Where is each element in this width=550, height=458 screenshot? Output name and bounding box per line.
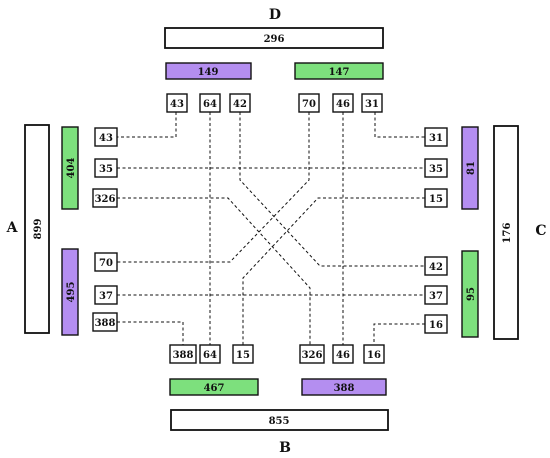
side-label-right: C [535, 223, 546, 239]
bottom-total-value: 855 [269, 416, 290, 427]
connection-right-16-bottom-16 [373, 323, 425, 345]
left-port-5: 37 [94, 285, 118, 305]
bottom-port-6: 16 [363, 344, 385, 364]
bottom-port-4-value: 326 [302, 350, 323, 361]
connection-top-31-right-31 [374, 112, 425, 138]
top-port-5-value: 46 [336, 99, 350, 110]
connection-left-326-bottom-326 [117, 197, 311, 345]
right-port-1-value: 31 [429, 133, 443, 144]
connection-top-70-left-70 [117, 112, 310, 263]
connection-right-15-bottom-15 [242, 197, 425, 345]
top-group-1: 149 [165, 62, 252, 80]
left-group-2-value: 495 [66, 282, 77, 303]
top-port-2-value: 64 [203, 99, 217, 110]
right-port-5-value: 37 [429, 291, 443, 302]
bottom-port-6-value: 16 [367, 350, 381, 361]
top-group-2-value: 147 [329, 67, 350, 78]
bottom-group-1-value: 467 [204, 383, 225, 394]
connection-top-43-left-43 [117, 112, 177, 138]
right-port-6: 16 [424, 314, 448, 334]
left-port-6: 388 [92, 312, 118, 332]
side-label-left: A [6, 220, 19, 236]
bottom-port-4: 326 [299, 344, 325, 364]
connection-left-388-bottom-388 [117, 321, 184, 345]
top-port-6: 31 [361, 93, 383, 113]
bottom-port-5: 46 [332, 344, 354, 364]
left-port-2: 35 [94, 158, 118, 178]
right-group-1: 81 [461, 126, 479, 210]
right-port-3: 15 [424, 188, 448, 208]
bottom-port-5-value: 46 [336, 350, 350, 361]
side-label-top: D [269, 7, 281, 23]
left-port-2-value: 35 [99, 164, 113, 175]
left-port-4: 70 [94, 252, 118, 272]
right-port-3-value: 15 [429, 194, 443, 205]
top-total-box: 296 [164, 27, 384, 49]
left-port-1-value: 43 [99, 133, 113, 144]
right-port-4: 42 [424, 256, 448, 276]
bottom-port-3: 15 [232, 344, 254, 364]
left-group-1: 404 [61, 126, 79, 210]
left-group-2: 495 [61, 248, 79, 336]
bottom-port-1-value: 388 [173, 350, 194, 361]
right-port-1: 31 [424, 127, 448, 147]
left-port-6-value: 388 [95, 318, 116, 329]
top-port-1-value: 43 [170, 99, 184, 110]
top-group-2: 147 [294, 62, 384, 80]
left-port-3: 326 [92, 188, 118, 208]
side-label-bottom: B [279, 440, 291, 456]
bottom-group-1: 467 [169, 378, 259, 396]
top-port-4-value: 70 [302, 99, 316, 110]
right-group-2: 95 [461, 250, 479, 338]
left-total-box: 899 [24, 124, 50, 334]
left-port-4-value: 70 [99, 258, 113, 269]
left-port-3-value: 326 [95, 194, 116, 205]
bottom-port-3-value: 15 [236, 350, 250, 361]
bottom-group-2: 388 [301, 378, 387, 396]
connection-top-42-right-42 [239, 112, 425, 267]
top-port-5: 46 [332, 93, 354, 113]
bottom-total-box: 855 [170, 409, 389, 431]
bottom-port-1: 388 [169, 344, 197, 364]
top-port-4: 70 [298, 93, 320, 113]
right-group-2-value: 95 [466, 287, 477, 301]
top-port-1: 43 [166, 93, 188, 113]
left-port-1: 43 [94, 127, 118, 147]
left-port-5-value: 37 [99, 291, 113, 302]
right-port-2: 35 [424, 158, 448, 178]
bottom-port-2-value: 64 [203, 350, 217, 361]
right-port-5: 37 [424, 285, 448, 305]
right-port-6-value: 16 [429, 320, 443, 331]
right-total-value: 176 [502, 223, 513, 244]
left-total-value: 899 [33, 219, 44, 240]
top-port-3-value: 42 [233, 99, 247, 110]
top-port-6-value: 31 [365, 99, 379, 110]
right-port-2-value: 35 [429, 164, 443, 175]
right-port-4-value: 42 [429, 262, 443, 273]
left-group-1-value: 404 [66, 158, 77, 179]
bottom-group-2-value: 388 [334, 383, 355, 394]
connection-lines [117, 112, 425, 345]
top-total-value: 296 [264, 34, 285, 45]
right-total-box: 176 [493, 125, 519, 340]
bottom-port-2: 64 [199, 344, 221, 364]
right-group-1-value: 81 [466, 161, 477, 175]
top-port-3: 42 [229, 93, 251, 113]
top-group-1-value: 149 [198, 67, 219, 78]
top-port-2: 64 [199, 93, 221, 113]
